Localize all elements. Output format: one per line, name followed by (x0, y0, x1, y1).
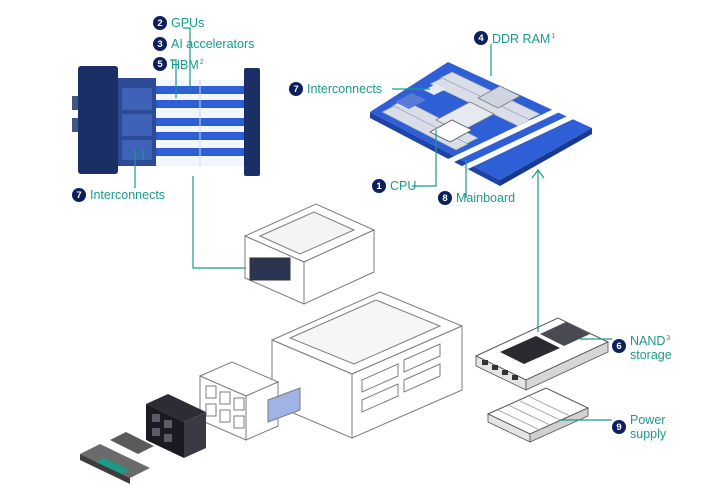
callout-cpu: 1 CPU (372, 179, 416, 193)
callout-hbm: 5 HBM2 (153, 56, 204, 72)
server-chassis (198, 203, 464, 441)
callout-gpus: 2 GPUs (153, 16, 204, 30)
callout-number: 2 (153, 16, 167, 30)
callout-label: AI accelerators (171, 37, 255, 51)
callout-number: 1 (372, 179, 386, 193)
callout-label-line2: supply (630, 427, 667, 441)
callout-number: 7 (72, 188, 86, 202)
nand-storage-module (474, 317, 610, 391)
gpu-module (72, 66, 260, 176)
callout-number: 5 (153, 57, 167, 71)
callout-nand-storage: 6 NAND3 storage (612, 332, 672, 362)
callout-label: CPU (390, 179, 417, 193)
callout-number: 3 (153, 37, 167, 51)
callout-number: 7 (289, 82, 303, 96)
callout-label-line1: NAND3 (630, 334, 671, 348)
gpu-to-chassis-line (192, 176, 246, 269)
callout-mainboard: 8 Mainboard (438, 191, 515, 205)
callout-power-supply: 9 Power supply (612, 413, 666, 441)
callout-interconnects-left: 7 Interconnects (72, 188, 165, 202)
callout-label: Mainboard (456, 191, 516, 205)
callout-label: HBM2 (171, 58, 204, 72)
callout-label: GPUs (171, 16, 205, 30)
callout-interconnects-right: 7 Interconnects (289, 82, 382, 96)
callout-ai-accelerators: 3 AI accelerators (153, 37, 254, 51)
mainboard (370, 62, 592, 186)
rails (80, 432, 154, 484)
callout-label-line2: storage (630, 348, 672, 362)
callout-ddr-ram: 4 DDR RAM1 (474, 30, 555, 46)
callout-number: 6 (612, 339, 626, 353)
storage-leader-lines (531, 169, 612, 340)
power-supply-module (486, 387, 590, 443)
mainboard-leader-lines (392, 44, 492, 198)
callout-label: DDR RAM1 (492, 32, 556, 46)
fan-bank (146, 394, 206, 458)
callout-number: 4 (474, 31, 488, 45)
callout-label-line1: Power (630, 413, 666, 427)
callout-number: 8 (438, 191, 452, 205)
gpu-leader-lines (134, 27, 191, 188)
callout-label: Interconnects (307, 82, 383, 96)
callout-label: Interconnects (90, 188, 166, 202)
callout-number: 9 (612, 420, 626, 434)
